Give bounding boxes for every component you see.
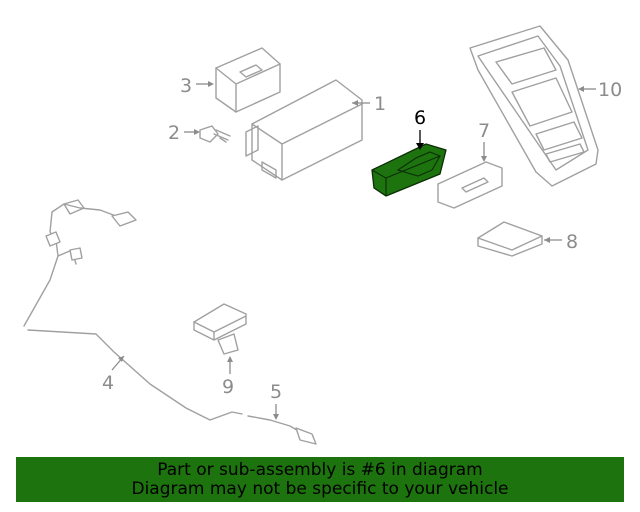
part-2-bolt (199, 125, 231, 143)
part-9-sensor (193, 303, 247, 355)
callout-5: 5 (270, 381, 282, 420)
callout-1: 1 (352, 93, 386, 115)
banner-line-part: Part or sub-assembly is #6 in diagram (157, 459, 483, 480)
part-3-module (215, 47, 281, 113)
callout-10: 10 (578, 79, 622, 101)
callout-6: 6 (414, 107, 426, 150)
callout-8: 8 (544, 231, 578, 253)
callout-7: 7 (478, 120, 490, 162)
callout-3: 3 (180, 75, 214, 97)
svg-text:9: 9 (222, 376, 234, 398)
svg-text:8: 8 (566, 231, 578, 253)
part-10-bezel (469, 25, 599, 187)
callout-9: 9 (222, 356, 234, 398)
svg-text:3: 3 (180, 75, 192, 97)
part-4-harness (23, 199, 243, 421)
callout-2: 2 (168, 122, 200, 144)
svg-text:7: 7 (478, 120, 490, 142)
part-5-lead (247, 415, 317, 445)
parts-diagram: 1 2 3 4 5 6 7 8 9 10 (23, 25, 622, 445)
svg-text:4: 4 (102, 372, 114, 394)
callout-4: 4 (102, 355, 125, 394)
svg-text:1: 1 (374, 93, 386, 115)
info-banner: Part or sub-assembly is #6 in diagram Di… (16, 457, 624, 502)
part-1-module (245, 79, 363, 181)
svg-text:2: 2 (168, 122, 180, 144)
part-6-highlighted (371, 143, 447, 197)
svg-text:10: 10 (598, 79, 622, 101)
banner-line-disclaimer: Diagram may not be specific to your vehi… (131, 478, 509, 499)
svg-text:5: 5 (270, 381, 282, 403)
svg-text:6: 6 (414, 107, 426, 129)
part-7-plate (437, 161, 503, 209)
part-8-pad (477, 221, 543, 257)
